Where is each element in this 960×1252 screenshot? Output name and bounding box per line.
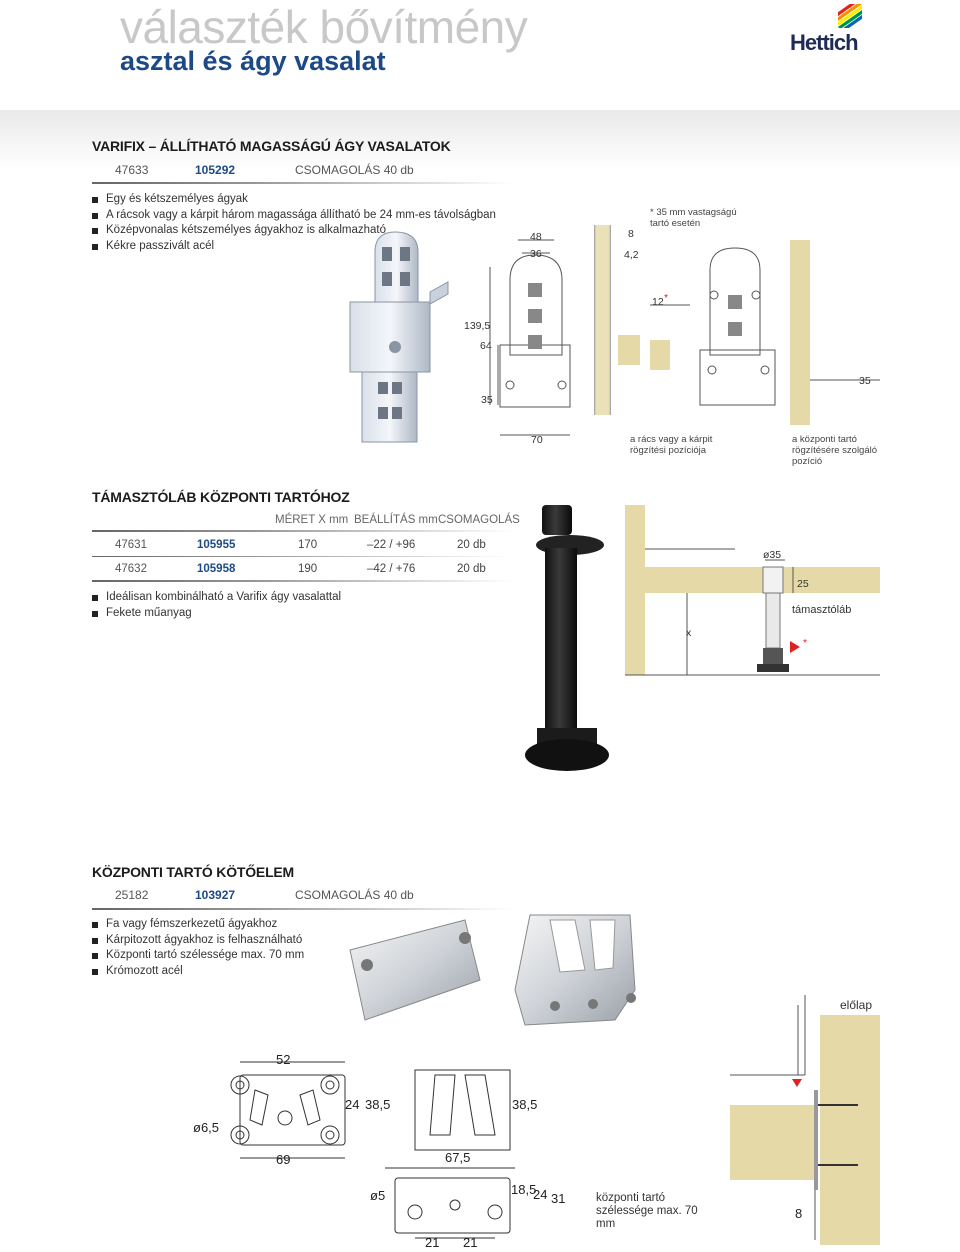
list-item: Krómozott acél <box>92 964 304 980</box>
hettich-logo: Hettich <box>790 4 870 56</box>
dim-dia-5: ø5 <box>370 1188 386 1203</box>
support-leg-image <box>525 505 609 771</box>
dim-25: 25 <box>797 578 809 590</box>
tamaszto-title: TÁMASZTÓLÁB KÖZPONTI TARTÓHOZ <box>92 489 350 505</box>
table-row-1-code-b: 105955 <box>197 539 236 551</box>
dim-139-5: 139,5 <box>464 320 491 332</box>
kozponti-title: KÖZPONTI TARTÓ KÖTŐELEM <box>92 864 295 880</box>
list-item: Ideálisan kombinálható a Varifix ágy vas… <box>92 590 341 606</box>
header-title-line1: választék bővítmény <box>120 1 528 53</box>
table-row-2-adjust: –42 / +76 <box>367 563 416 575</box>
header-title-line2: asztal és ágy vasalat <box>120 46 386 76</box>
dim-dia-35: ø35 <box>763 549 782 561</box>
varifix-code-a: 47633 <box>115 163 149 177</box>
dim-star-leg: * <box>803 637 808 649</box>
dim-star: * <box>664 292 669 304</box>
table-row-1-size: 170 <box>298 539 318 551</box>
table-row-2-code-b: 105958 <box>197 563 236 575</box>
dim-8: 8 <box>628 228 634 240</box>
connector-drawings <box>230 1061 515 1239</box>
varifix-pack: CSOMAGOLÁS 40 db <box>295 163 414 177</box>
dim-dia-6-5: ø6,5 <box>193 1120 220 1135</box>
dim-67-5: 67,5 <box>445 1150 471 1165</box>
support-leg-label: támasztóláb <box>792 604 852 616</box>
tamaszto-bullets: Ideálisan kombinálható a Varifix ágy vas… <box>92 590 341 621</box>
kozponti-caption: központi tartó szélessége max. 70 mm <box>596 1192 698 1230</box>
dim-21-a: 21 <box>425 1235 440 1250</box>
dim-70: 70 <box>531 434 543 446</box>
logo-stripes-icon <box>838 4 862 28</box>
table-row-1-code-a: 47631 <box>115 539 147 551</box>
list-item: Kékre passzivált acél <box>92 239 496 255</box>
dim-35-left: 35 <box>481 394 493 406</box>
dim-64: 64 <box>480 340 492 352</box>
dim-4-2: 4,2 <box>624 249 639 261</box>
kozponti-code-b: 103927 <box>195 888 236 902</box>
kozponti-code-a: 25182 <box>115 888 149 902</box>
table-divider-bottom <box>92 580 512 582</box>
front-label: előlap <box>840 998 873 1012</box>
table-row-2-pack: 20 db <box>457 563 486 575</box>
varifix-caption-1: a rács vagy a kárpit rögzítési pozíciója <box>630 434 713 456</box>
dim-52: 52 <box>276 1052 291 1067</box>
table-divider-mid <box>92 556 512 557</box>
kozponti-pack: CSOMAGOLÁS 40 db <box>295 888 414 902</box>
table-row-2-code-a: 47632 <box>115 563 147 575</box>
dim-48: 48 <box>530 231 542 243</box>
kozponti-divider <box>92 908 512 910</box>
dim-35-right: 35 <box>859 375 871 387</box>
varifix-code-b: 105292 <box>195 163 236 177</box>
varifix-note: * 35 mm vastagságú tartó esetén <box>650 207 737 229</box>
dim-38-5-b: 38,5 <box>512 1097 538 1112</box>
table-divider-top <box>92 530 512 532</box>
list-item: Középvonalas kétszemélyes ágyakhoz is al… <box>92 223 496 239</box>
varifix-caption-2: a központi tartó rögzítésére szolgáló po… <box>792 434 878 467</box>
list-item: Egy és kétszemélyes ágyak <box>92 192 496 208</box>
dim-24: 24 <box>345 1097 360 1112</box>
support-leg-drawing <box>625 505 880 676</box>
varifix-title: VARIFIX – ÁLLÍTHATÓ MAGASSÁGÚ ÁGY VASALA… <box>92 138 451 154</box>
dim-31: 31 <box>551 1191 566 1206</box>
table-header-size: MÉRET X mm <box>275 514 349 526</box>
connector-image <box>349 914 636 1026</box>
varifix-divider <box>92 182 512 184</box>
varifix-bracket-image <box>349 231 449 443</box>
dim-8-install: 8 <box>795 1206 803 1221</box>
list-item: Központi tartó szélessége max. 70 mm <box>92 948 304 964</box>
dim-69: 69 <box>276 1152 291 1167</box>
table-row-2-size: 190 <box>298 563 318 575</box>
dim-36: 36 <box>530 248 542 260</box>
table-header-adjust: BEÁLLÍTÁS mm <box>354 514 438 526</box>
varifix-code-row: 47633 105292 CSOMAGOLÁS 40 db <box>115 163 414 177</box>
varifix-bullets: Egy és kétszemélyes ágyak A rácsok vagy … <box>92 192 496 254</box>
list-item: Fa vagy fémszerkezetű ágyakhoz <box>92 917 304 933</box>
connector-install-drawing <box>730 995 880 1245</box>
varifix-drawing-front <box>489 225 640 436</box>
list-item: A rácsok vagy a kárpit három magassága á… <box>92 208 496 224</box>
list-item: Fekete műanyag <box>92 606 341 622</box>
page-header: választék bővítmény asztal és ágy vasala… <box>0 0 960 110</box>
table-row-1-adjust: –22 / +96 <box>367 539 416 551</box>
dim-12: 12 <box>652 296 664 308</box>
logo-text: Hettich <box>790 30 859 55</box>
dim-x: x <box>686 627 692 639</box>
table-row-1-pack: 20 db <box>457 539 486 551</box>
kozponti-bullets: Fa vagy fémszerkezetű ágyakhoz Kárpitozo… <box>92 917 304 979</box>
list-item: Kárpitozott ágyakhoz is felhasználható <box>92 933 304 949</box>
dim-21-b: 21 <box>463 1235 478 1250</box>
kozponti-code-row: 25182 103927 CSOMAGOLÁS 40 db <box>115 888 414 902</box>
dim-24-b: 24 <box>533 1187 548 1202</box>
dim-18-5: 18,5 <box>511 1182 537 1197</box>
table-header-pack: CSOMAGOLÁS <box>438 514 520 526</box>
dim-38-5-a: 38,5 <box>365 1097 391 1112</box>
varifix-drawing-side <box>650 240 880 425</box>
